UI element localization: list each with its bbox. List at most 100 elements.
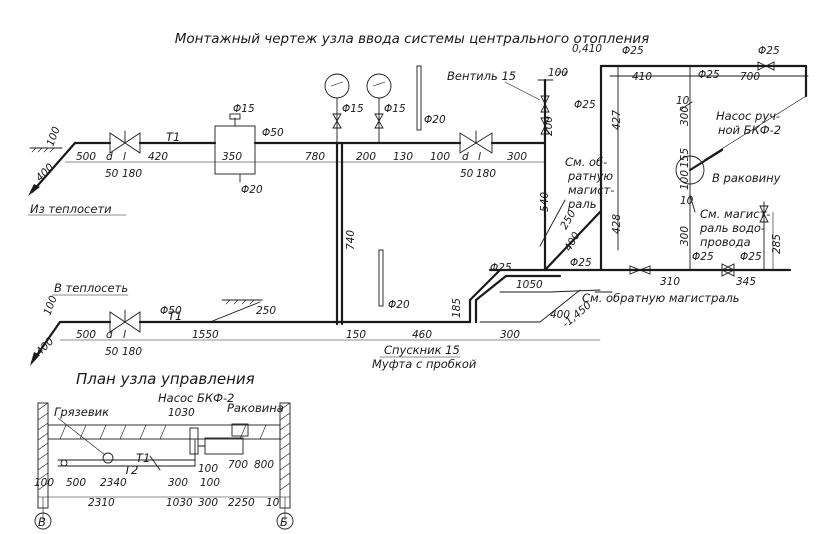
thermometer-icon: [416, 65, 422, 131]
dimension-label: 800: [254, 459, 274, 471]
flow-arrow-icon: [28, 184, 40, 196]
dimension-label: 50: [460, 168, 474, 180]
dimension-label: 310: [660, 276, 680, 288]
dimension-label: 410: [632, 71, 652, 83]
thermometer-icon: [378, 249, 384, 307]
dimension-label: Φ50: [262, 127, 284, 139]
dimension-label: 0,410: [572, 43, 602, 55]
pressure-gauge-icon: [324, 73, 350, 99]
dimension-label: 285: [771, 234, 783, 254]
dimension-label: 200: [543, 116, 555, 136]
dimension-label: 1030: [168, 407, 195, 419]
dimension-label: Φ15: [342, 103, 364, 115]
gate-valve-icon: [109, 130, 141, 154]
dimension-label: 345: [736, 276, 756, 288]
dimension-label: l: [123, 329, 126, 341]
valve-icon: [540, 95, 550, 106]
dimension-label: 540: [539, 192, 551, 212]
coupling-label: Муфта с пробкой: [372, 357, 477, 371]
dimension-label: 300: [507, 151, 527, 163]
drain-label: Спускник 15: [384, 343, 460, 357]
pump-section: Вентиль 15: [447, 61, 809, 277]
from-heat-network-label: Из теплосети: [30, 202, 112, 216]
dimension-label: Φ20: [424, 114, 446, 126]
dimension-label: 740: [345, 230, 357, 250]
dimension-label: Φ25: [692, 251, 714, 263]
dimension-label: 300: [679, 226, 691, 246]
supply-line: T1: [28, 65, 547, 196]
dimension-label: 250: [256, 305, 276, 317]
mud-trap-icon: [102, 452, 114, 464]
plan-dimensions: 1030 100 700 800 500 2340 300 100 100 23…: [34, 407, 280, 509]
dimension-label: 700: [228, 459, 248, 471]
dimension-label: 1550: [192, 329, 219, 341]
valve-15-label: Вентиль 15: [447, 69, 516, 83]
dimension-label: 50: [105, 346, 119, 358]
dimension-label: 250: [558, 208, 579, 232]
dimension-label: Φ25: [574, 99, 596, 111]
dimension-label: Грязевик: [54, 405, 109, 419]
dimension-label: 155: [679, 148, 691, 168]
hand-pump-icon: [675, 155, 705, 185]
dimension-label: 2310: [88, 497, 115, 509]
dimension-label: 100: [430, 151, 450, 163]
dimension-label: 100: [45, 125, 63, 148]
to-heat-network-label: В теплосеть: [54, 281, 128, 295]
dimension-label: ратную: [567, 169, 613, 183]
dimension-label: 100: [198, 463, 218, 475]
dimension-label: Насос БКФ-2: [158, 391, 234, 405]
flow-arrow-icon: [30, 352, 40, 366]
sink-plan-icon: [231, 423, 249, 437]
dimension-label: d: [106, 151, 113, 163]
dimension-label: 2340: [100, 477, 127, 489]
dimension-label: 100: [548, 67, 568, 79]
dimension-label: См. об-: [565, 155, 607, 169]
dimension-label: 100: [34, 477, 54, 489]
dimension-label: Насос руч-: [716, 109, 780, 123]
dimension-label: Φ15: [233, 103, 255, 115]
dimension-label: 1030: [166, 497, 193, 509]
pressure-gauge-icon: [366, 73, 392, 99]
dimension-label: 427: [611, 110, 623, 130]
dimension-label: 350: [222, 151, 242, 163]
dimension-label: 10: [680, 195, 694, 207]
dimension-label: 100: [200, 477, 220, 489]
dimension-label: d: [106, 329, 113, 341]
plan-view: [34, 402, 294, 530]
dimension-label: 130: [393, 151, 413, 163]
dimension-label: 300: [198, 497, 218, 509]
dimension-label: Раковина: [227, 401, 284, 415]
dimension-label: Φ50: [160, 305, 182, 317]
dimension-label: 300: [679, 106, 691, 126]
dimension-label: 420: [148, 151, 168, 163]
dimension-label: См. магист-: [700, 207, 770, 221]
dimension-label: 180: [122, 346, 142, 358]
dimension-label: 500: [76, 151, 96, 163]
dimension-label: 100: [42, 294, 60, 317]
dimension-label: l: [123, 151, 126, 163]
dimension-label: раль водо-: [699, 221, 765, 235]
dimension-label: Φ25: [490, 262, 512, 274]
dimension-label: Φ25: [698, 69, 720, 81]
dimension-label: Б: [280, 515, 288, 529]
dimension-label: 780: [305, 151, 325, 163]
dimension-label: 500: [76, 329, 96, 341]
dimension-label: 460: [412, 329, 432, 341]
dimension-label: 185: [451, 298, 463, 318]
dimension-label: 180: [476, 168, 496, 180]
pump-labels: Насос руч- ной БКФ-2 В раковину См. об- …: [565, 109, 781, 249]
dimension-label: раль: [567, 197, 596, 211]
dimension-label: 1050: [516, 279, 543, 291]
dimension-label: 150: [346, 329, 366, 341]
dimension-label: ной БКФ-2: [718, 123, 781, 137]
dimension-label: 100: [679, 170, 691, 190]
gate-valve-icon: [109, 309, 141, 333]
see-return-main-label: См. обратную магистраль: [582, 291, 740, 305]
dimension-label: В раковину: [712, 171, 781, 185]
dimension-label: провода: [700, 235, 751, 249]
dimension-label: 2250: [228, 497, 255, 509]
dimension-label: 500: [66, 477, 86, 489]
dimension-label: Φ25: [740, 251, 762, 263]
pump-plan-icon: [204, 437, 244, 455]
dimension-label: 300: [500, 329, 520, 341]
